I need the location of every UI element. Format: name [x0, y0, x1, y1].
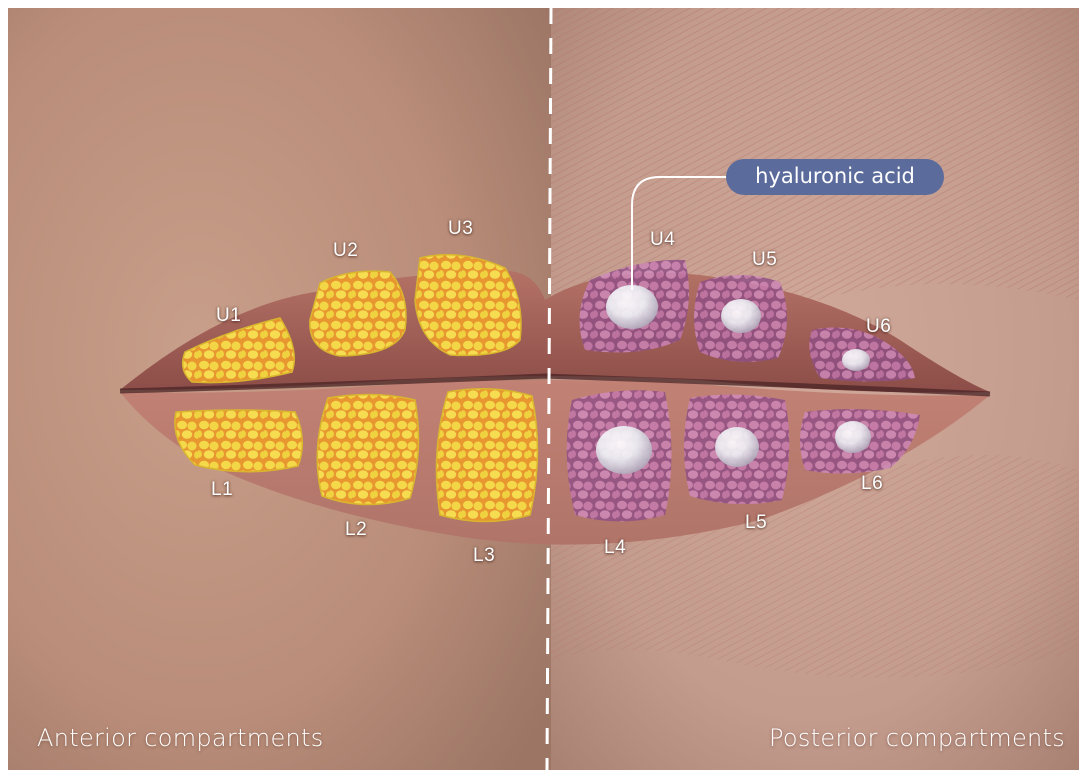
fat-pad-l3 — [436, 389, 537, 522]
label-u5: U5 — [752, 249, 777, 271]
anterior-caption: Anterior compartments — [37, 724, 324, 752]
label-l2: L2 — [345, 519, 367, 541]
label-l6: L6 — [861, 473, 883, 495]
droplet-u4 — [606, 285, 658, 329]
label-l1: L1 — [211, 479, 233, 501]
droplet-u5 — [721, 299, 761, 333]
hyaluronic-acid-callout: hyaluronic acid — [726, 159, 944, 195]
label-l3: L3 — [473, 545, 495, 567]
label-u3: U3 — [448, 218, 473, 240]
label-l5: L5 — [745, 512, 767, 534]
label-u4: U4 — [650, 229, 675, 251]
fat-pad-l1 — [175, 410, 303, 472]
droplet-l4 — [596, 426, 652, 474]
posterior-caption: Posterior compartments — [769, 724, 1065, 752]
droplet-l5 — [715, 427, 759, 467]
droplet-l6 — [835, 421, 871, 453]
label-u6: U6 — [866, 316, 891, 338]
fat-pad-u2 — [310, 271, 406, 356]
label-u2: U2 — [333, 240, 358, 262]
droplet-u6 — [842, 349, 870, 371]
label-l4: L4 — [604, 537, 626, 559]
fat-pad-u3 — [415, 255, 521, 356]
label-u1: U1 — [216, 305, 241, 327]
fat-pad-l2 — [317, 394, 418, 504]
